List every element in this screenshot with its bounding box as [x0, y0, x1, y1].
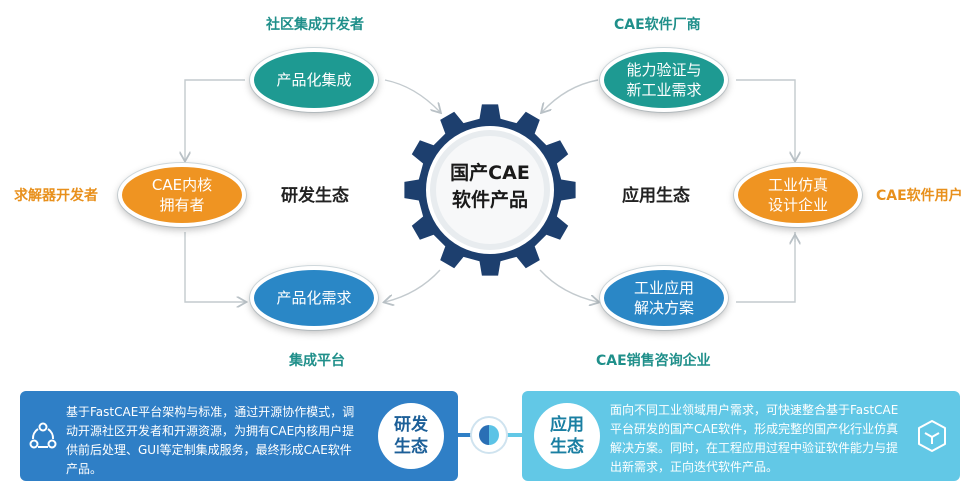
node-industrial-solution: 工业应用解决方案	[600, 266, 728, 330]
panel-rd-text: 基于FastCAE平台架构与标准，通过开源协作模式，调动开源社区开发者和开源资源…	[66, 405, 355, 476]
panel-rd-ecosystem: 基于FastCAE平台架构与标准，通过开源协作模式，调动开源社区开发者和开源资源…	[20, 391, 458, 481]
node-text: 能力验证与	[626, 61, 702, 79]
gear-center	[436, 136, 544, 244]
gear-center-line1: 国产CAE	[450, 162, 530, 184]
panel-link-connector	[472, 418, 506, 452]
node-cae-kernel-owner: CAE内核拥有者	[118, 163, 246, 227]
node-text: 工业应用	[633, 279, 694, 297]
gear-center-line2: 软件产品	[451, 189, 528, 211]
panel-app-ecosystem: 应用生态 面向不同工业领域用户需求，可快速整合基于FastCAE平台研发的国产C…	[522, 391, 960, 481]
panel-rd-title: 研发生态	[378, 403, 444, 469]
loop-left-top	[185, 79, 245, 160]
gear-center-text: 国产CAE 软件产品	[430, 160, 550, 214]
link-bar-left	[458, 433, 474, 437]
arrow-tl-gear	[384, 79, 440, 112]
gear-icon	[404, 104, 576, 276]
panel-title-line: 应用	[550, 415, 584, 435]
role-top-left: 社区集成开发者	[266, 17, 364, 33]
node-text: 设计企业	[767, 196, 828, 214]
panel-title-line: 生态	[550, 437, 584, 457]
panel-app-text: 面向不同工业领域用户需求，可快速整合基于FastCAE平台研发的国产CAE软件，…	[610, 403, 899, 474]
node-text: 工业仿真	[767, 176, 828, 194]
arrow-gear-br	[539, 269, 598, 302]
eco-label-right: 应用生态	[622, 186, 690, 206]
role-left: 求解器开发者	[14, 188, 98, 204]
role-bottom-left: 集成平台	[289, 353, 345, 369]
share-network-icon	[29, 422, 57, 449]
cube-icon	[918, 420, 946, 452]
link-bar-right	[506, 433, 522, 437]
node-text: 拥有者	[159, 196, 205, 214]
role-bottom-right: CAE销售咨询企业	[596, 353, 711, 369]
node-product-integration: 产品化集成	[250, 48, 378, 112]
role-right: CAE软件用户	[876, 188, 963, 204]
connector-dot	[479, 425, 499, 445]
node-industrial-sim-enterprise: 工业仿真设计企业	[734, 163, 862, 227]
role-top-right: CAE软件厂商	[614, 17, 701, 33]
panel-app-title: 应用生态	[534, 403, 600, 469]
loop-right-top	[736, 79, 796, 160]
node-capability-validation: 能力验证与新工业需求	[600, 48, 728, 112]
panel-title-line: 研发	[394, 415, 428, 435]
loop-left-bottom	[184, 232, 245, 302]
panel-title-line: 生态	[394, 437, 428, 457]
eco-label-left: 研发生态	[281, 186, 349, 206]
node-text: 产品化需求	[276, 289, 352, 307]
arrow-gear-bl	[385, 269, 441, 302]
connector-lines	[0, 79, 980, 390]
node-product-demand: 产品化需求	[250, 266, 378, 330]
node-text: CAE内核	[151, 176, 213, 194]
loop-right-bottom	[736, 232, 796, 303]
node-text: 产品化集成	[276, 71, 352, 89]
arrow-tr-gear	[542, 79, 599, 112]
node-text: 新工业需求	[626, 81, 702, 99]
node-text: 解决方案	[633, 299, 694, 317]
